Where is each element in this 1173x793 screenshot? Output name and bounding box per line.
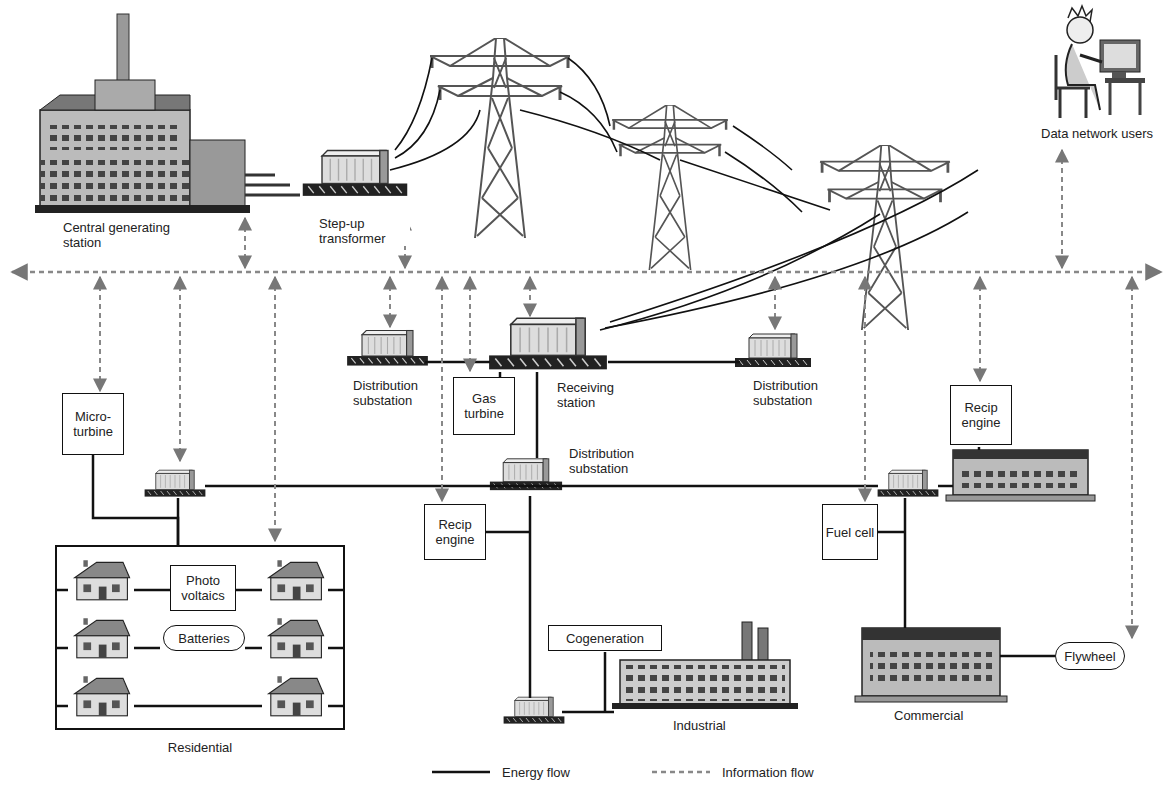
commercial-building [855,628,1007,702]
information-links [12,150,1161,638]
source-box: Recip engine [424,504,486,560]
node-label: Recip engine [427,517,483,547]
component-label: Step-up transformer [318,216,410,246]
legend-sample [430,764,494,780]
energy-connector [93,455,178,545]
legend-entry: Energy flow [430,764,570,780]
energy-wires [55,362,1055,712]
source-box: Micro- turbine [62,393,124,455]
region-box: ResidentialPhoto voltaicsBatteries [55,545,345,730]
component-label: Distribution substation [352,378,436,408]
node-label: Flywheel [1064,649,1115,664]
legend-text: Energy flow [502,765,570,780]
source-box: Cogeneration [548,625,662,651]
node-label: Gas turbine [456,391,512,421]
commercial-building [946,450,1095,501]
node-label: Batteries [178,631,229,646]
legend-sample [650,764,714,780]
storage-box: Batteries [163,625,245,651]
node-label: Cogeneration [566,631,644,646]
source-box: Gas turbine [453,377,515,435]
legend-text: Information flow [722,765,814,780]
component-label: Central generating station [62,220,204,250]
component-label: Distribution substation [752,378,836,408]
houses [75,560,324,716]
power-plant [35,14,300,213]
component-label: Receiving station [556,380,628,410]
component-label: Data network users [1040,126,1154,141]
source-box: Photo voltaics [170,565,236,611]
computer-user [1056,6,1145,118]
component-label: Industrial [672,718,727,733]
component-label: Commercial [893,708,964,723]
component-label: Distribution substation [568,446,652,476]
source-box: Recip engine [950,385,1012,445]
legend-entry: Information flow [650,764,814,780]
region-heading: Residential [57,740,343,755]
node-label: Recip engine [953,400,1009,430]
node-label: Micro- turbine [65,409,121,439]
node-label: Fuel cell [826,525,874,540]
source-box: Fuel cell [822,504,878,560]
storage-box: Flywheel [1055,642,1125,670]
node-label: Photo voltaics [173,573,233,603]
